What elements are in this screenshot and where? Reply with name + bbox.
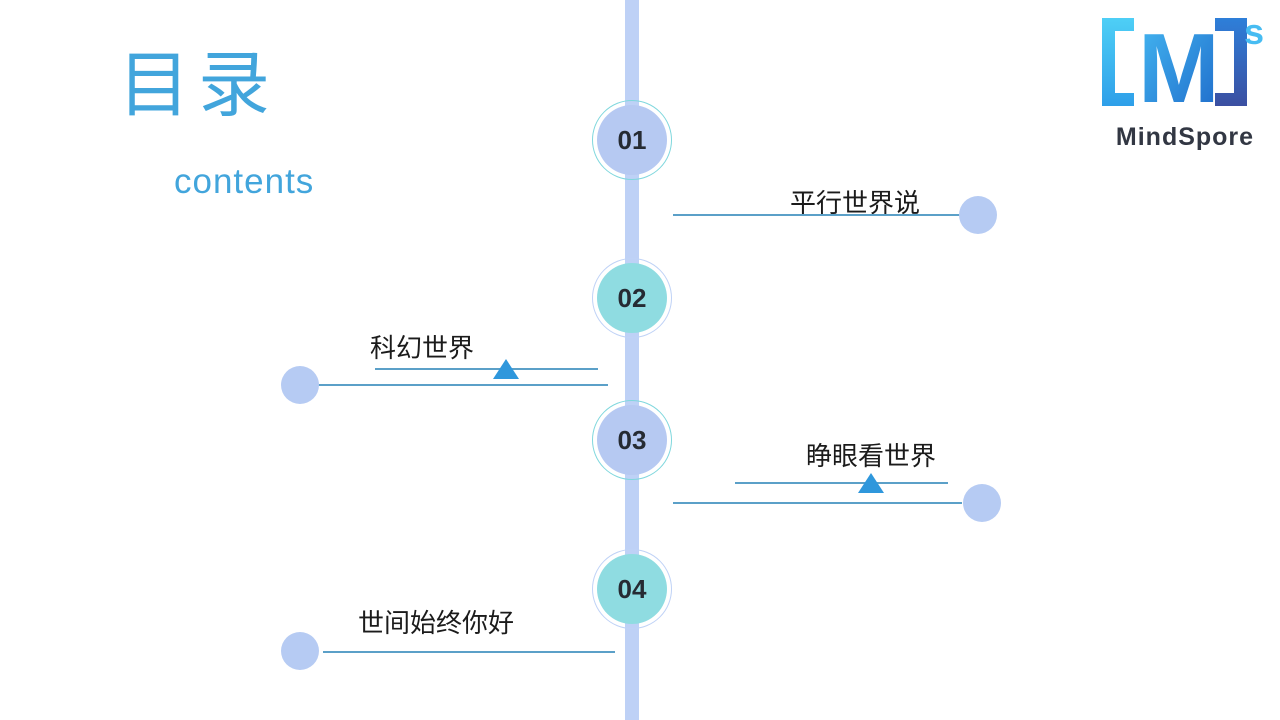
- node-circle: 01: [597, 105, 667, 175]
- end-dot-1: [959, 196, 997, 234]
- logo-brand-text: MindSpore: [1115, 123, 1255, 151]
- end-dot-2: [281, 366, 319, 404]
- timeline-node-01: 01: [592, 100, 672, 180]
- page-subtitle: contents: [174, 162, 315, 201]
- connector-line-4: [323, 651, 615, 653]
- node-number: 01: [617, 124, 647, 155]
- node-ring: [592, 400, 672, 480]
- triangle-up-icon: [493, 359, 519, 379]
- end-dot-4: [281, 632, 319, 670]
- node-number: 03: [617, 424, 647, 455]
- node-circle: 03: [597, 405, 667, 475]
- toc-item-label-1: 平行世界说: [789, 188, 921, 218]
- connector-line-1: [673, 214, 961, 216]
- logo-bracket-right-icon: [1215, 18, 1247, 106]
- node-number: 02: [617, 282, 647, 313]
- node-ring: [592, 100, 672, 180]
- timeline-node-02: 02: [592, 258, 672, 338]
- node-number: 04: [617, 573, 647, 604]
- logo-superscript-s: s: [1244, 11, 1264, 52]
- toc-item-label-4: 世间始终你好: [357, 608, 515, 638]
- timeline-node-04: 04: [592, 549, 672, 629]
- node-ring: [592, 549, 672, 629]
- node-circle: 04: [597, 554, 667, 624]
- connector-line-3-upper: [735, 482, 948, 484]
- mindspore-logo-icon: M s: [1102, 11, 1264, 123]
- mindspore-logo: M s: [1100, 10, 1270, 123]
- logo-letter-m: M: [1138, 13, 1220, 112]
- logo-bracket-left-icon: [1102, 18, 1134, 106]
- node-ring: [592, 258, 672, 338]
- toc-item-label-3: 睁眼看世界: [805, 441, 937, 471]
- node-circle: 02: [597, 263, 667, 333]
- end-dot-3: [963, 484, 1001, 522]
- connector-line-2-lower: [311, 384, 608, 386]
- toc-item-label-2: 科幻世界: [369, 333, 475, 363]
- connector-line-2-upper: [375, 368, 598, 370]
- timeline-vertical-line: [625, 0, 639, 720]
- connector-line-3-lower: [673, 502, 962, 504]
- triangle-up-icon: [858, 473, 884, 493]
- timeline-node-03: 03: [592, 400, 672, 480]
- page-title: 目录: [118, 46, 279, 126]
